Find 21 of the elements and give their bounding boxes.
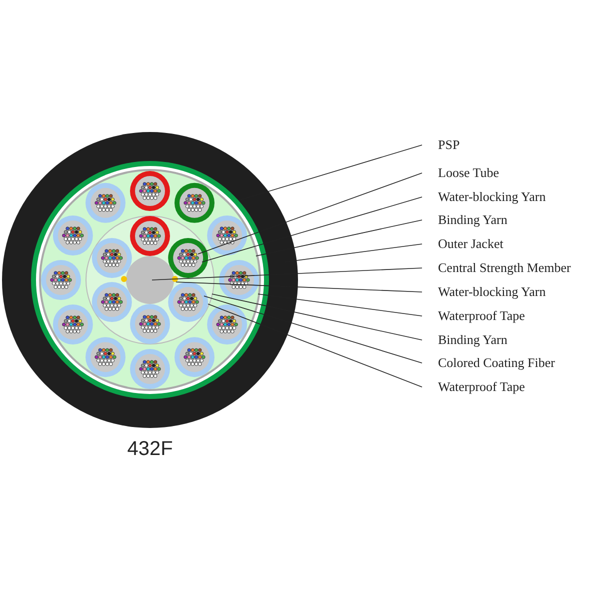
part-label: Binding Yarn bbox=[438, 212, 508, 228]
leader-line bbox=[208, 304, 422, 388]
part-label: Binding Yarn bbox=[438, 332, 508, 348]
part-label: Central Strength Member bbox=[438, 260, 571, 276]
leader-line bbox=[212, 294, 422, 340]
leader-line bbox=[198, 172, 422, 254]
leader-line bbox=[202, 196, 422, 262]
part-label: Water-blocking Yarn bbox=[438, 284, 546, 300]
part-label: Waterproof Tape bbox=[438, 379, 525, 395]
leader-line bbox=[176, 282, 422, 292]
leader-line bbox=[258, 294, 422, 316]
part-label: Colored Coating Fiber bbox=[438, 355, 555, 371]
caption: 432F bbox=[126, 438, 174, 461]
leader-line bbox=[204, 296, 422, 364]
part-label: Waterproof Tape bbox=[438, 308, 525, 324]
leader-line bbox=[256, 220, 422, 256]
leader-line bbox=[152, 268, 422, 280]
part-label: Loose Tube bbox=[438, 165, 500, 181]
part-label: Water-blocking Yarn bbox=[438, 189, 546, 205]
part-label: Outer Jacket bbox=[438, 236, 504, 252]
part-label: PSP bbox=[438, 137, 460, 153]
